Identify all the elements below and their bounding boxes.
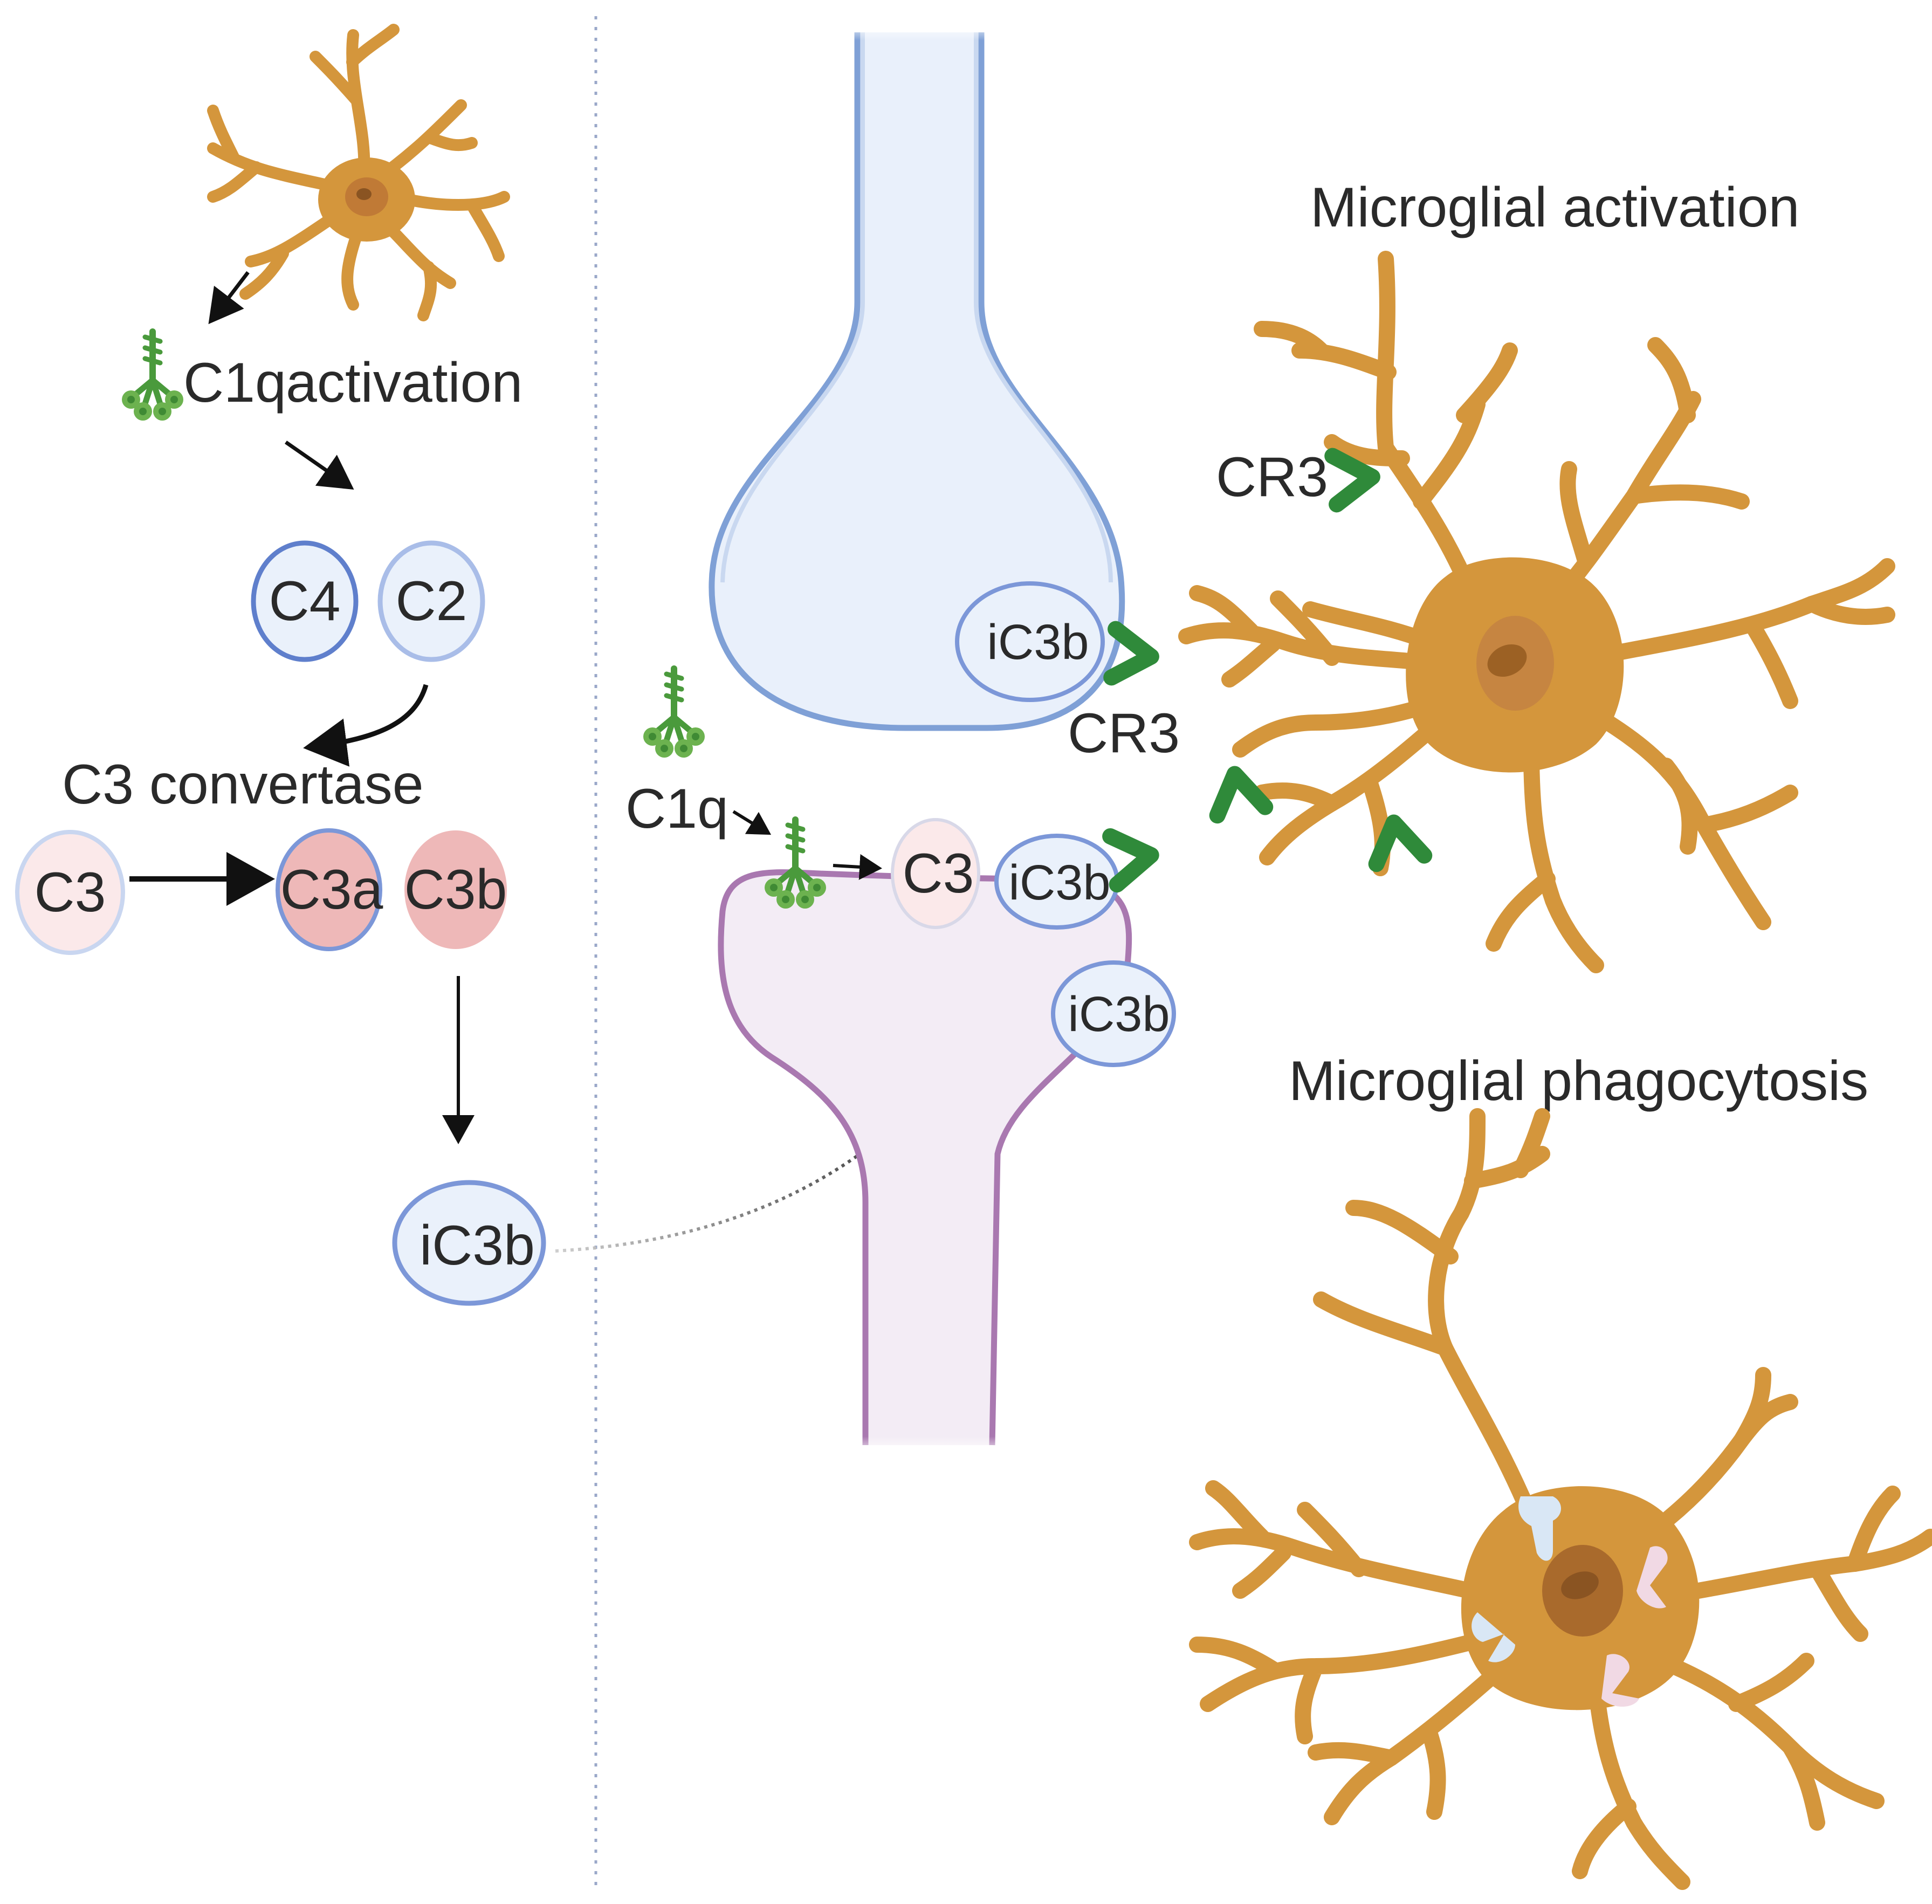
c3-label: C3 bbox=[35, 861, 106, 924]
c4-label: C4 bbox=[269, 570, 341, 633]
arrow-to-c3-convertase bbox=[303, 684, 429, 767]
c3-convertase-label: C3 convertase bbox=[62, 753, 424, 816]
cr3-receptor-postsynaptic bbox=[1110, 831, 1154, 884]
ic3b-oval-left: iC3b bbox=[392, 1180, 546, 1306]
microglial-activation-title: Microglial activation bbox=[1310, 176, 1799, 239]
ic3b-oval-presynaptic: iC3b bbox=[955, 581, 1105, 702]
c3-label-membrane: C3 bbox=[903, 842, 974, 905]
c3-oval: C3 bbox=[15, 830, 125, 955]
presynaptic-terminal bbox=[709, 22, 1125, 731]
arrow-c1q-to-membrane bbox=[732, 810, 772, 835]
c1q-label-synapse: C1q bbox=[625, 778, 728, 840]
ic3b-oval-side: iC3b bbox=[1051, 960, 1176, 1067]
ic3b-label-presynaptic: iC3b bbox=[987, 615, 1089, 670]
ic3b-oval-membrane: iC3b bbox=[994, 834, 1119, 930]
microglial-phagocytosis-title: Microglial phagocytosis bbox=[1289, 1050, 1868, 1112]
cr3-receptor-presynaptic bbox=[1111, 629, 1153, 681]
cr3-receptor-branch-1 bbox=[1211, 770, 1265, 816]
ic3b-label-left: iC3b bbox=[420, 1214, 535, 1277]
c3b-label: C3b bbox=[404, 858, 507, 921]
arrow-to-c4-c2 bbox=[285, 441, 354, 490]
c1q-icon bbox=[122, 332, 183, 421]
microglia-small-icon bbox=[207, 24, 510, 321]
ic3b-label-membrane: iC3b bbox=[1008, 855, 1110, 910]
arrow-c1q-to-c3 bbox=[833, 854, 882, 880]
c1q-label: C1q bbox=[183, 352, 286, 414]
cr3-label-top: CR3 bbox=[1216, 446, 1328, 508]
postsynaptic-spine bbox=[718, 869, 1132, 1456]
microglia-phagocytic bbox=[1189, 1108, 1932, 1890]
ic3b-label-side: iC3b bbox=[1068, 987, 1170, 1042]
c2-label: C2 bbox=[396, 570, 467, 633]
c3b-oval: C3b bbox=[404, 830, 507, 949]
microglia-activated bbox=[1178, 251, 1895, 973]
c3a-label: C3a bbox=[280, 858, 383, 921]
c2-oval: C2 bbox=[377, 540, 485, 662]
c3-oval-membrane: C3 bbox=[891, 818, 980, 929]
activation-label: activation bbox=[286, 352, 522, 414]
c3a-oval: C3a bbox=[276, 828, 383, 951]
cr3-label-synapse: CR3 bbox=[1068, 702, 1180, 765]
c1q-free-icon bbox=[643, 669, 705, 758]
arrow-microglia-to-c1q bbox=[208, 271, 250, 325]
c4-oval: C4 bbox=[251, 540, 359, 662]
